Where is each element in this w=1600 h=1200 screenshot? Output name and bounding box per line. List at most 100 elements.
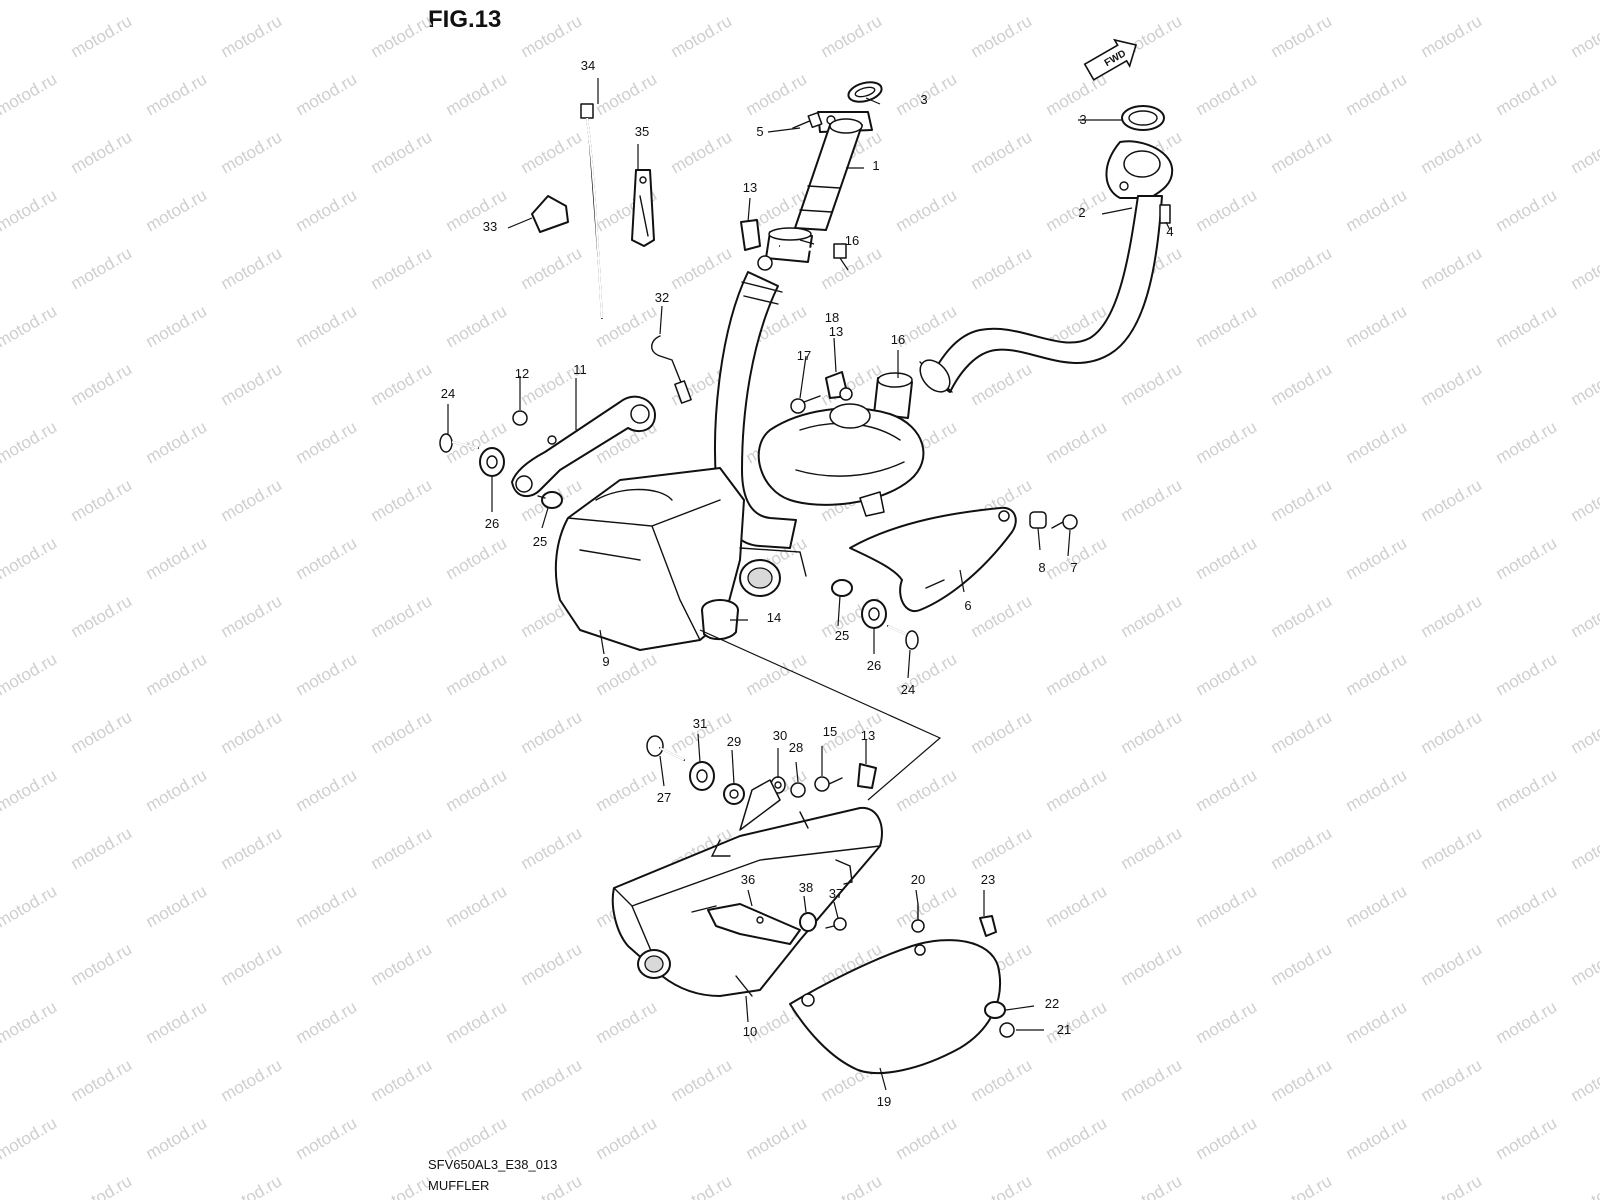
collar-part-38 <box>799 912 817 932</box>
watermark-text: motod.ru <box>1568 823 1600 873</box>
watermark-text: motod.ru <box>1568 707 1600 757</box>
watermark-text: motod.ru <box>1118 939 1186 989</box>
watermark-text: motod.ru <box>968 359 1036 409</box>
watermark-text: motod.ru <box>0 997 60 1047</box>
part-callout-26: 26 <box>867 658 881 673</box>
exhaust-manifold-pipe <box>714 271 797 549</box>
watermark-text: motod.ru <box>68 591 136 641</box>
part-callout-13: 13 <box>743 180 757 195</box>
part-callout-11: 11 <box>573 362 587 377</box>
watermark-text: motod.ru <box>1343 881 1411 931</box>
watermark-text: motod.ru <box>68 1171 136 1200</box>
watermark-text: motod.ru <box>143 533 211 583</box>
watermark-text: motod.ru <box>1193 185 1261 235</box>
watermark-text: motod.ru <box>593 0 661 3</box>
watermark-text: motod.ru <box>218 591 286 641</box>
watermark-text: motod.ru <box>368 823 436 873</box>
watermark-text: motod.ru <box>143 301 211 351</box>
watermark-text: motod.ru <box>143 69 211 119</box>
watermark-text: motod.ru <box>1493 1113 1561 1163</box>
watermark-text: motod.ru <box>518 1055 586 1105</box>
watermark-text: motod.ru <box>143 881 211 931</box>
watermark-text: motod.ru <box>1343 0 1411 3</box>
watermark-text: motod.ru <box>743 1113 811 1163</box>
watermark-text: motod.ru <box>968 707 1036 757</box>
watermark-text: motod.ru <box>1043 417 1111 467</box>
watermark-text: motod.ru <box>1493 301 1561 351</box>
collar-part-25-left <box>537 491 563 509</box>
watermark-text: motod.ru <box>1343 185 1411 235</box>
watermark-text: motod.ru <box>518 1171 586 1200</box>
watermark-text: motod.ru <box>1043 765 1111 815</box>
clip-near-silencer <box>835 859 853 885</box>
grommet-part-26-right <box>861 599 887 629</box>
watermark-text: motod.ru <box>218 1171 286 1200</box>
watermark-text: motod.ru <box>443 0 511 3</box>
watermark-text: motod.ru <box>1193 0 1261 3</box>
watermark-text: motod.ru <box>593 997 661 1047</box>
watermark-text: motod.ru <box>1568 475 1600 525</box>
part-callout-13: 13 <box>861 728 875 743</box>
watermark-text: motod.ru <box>0 417 60 467</box>
silencer-mount-bracket <box>739 779 781 831</box>
watermark-text: motod.ru <box>1268 475 1336 525</box>
clamp-part-13-upper <box>740 219 773 271</box>
watermark-text: motod.ru <box>1268 127 1336 177</box>
watermark-text: motod.ru <box>1118 823 1186 873</box>
heat-cover-part-6 <box>849 506 1017 613</box>
watermark-text: motod.ru <box>518 243 586 293</box>
forward-arrow-icon: FWD <box>1083 38 1137 81</box>
watermark-text: motod.ru <box>218 11 286 61</box>
watermark-text: motod.ru <box>293 881 361 931</box>
watermark-text: motod.ru <box>443 185 511 235</box>
collar-part-25-right <box>831 579 853 597</box>
watermark-text: motod.ru <box>218 1055 286 1105</box>
watermark-text: motod.ru <box>293 69 361 119</box>
part-callout-35: 35 <box>635 124 649 139</box>
watermark-text: motod.ru <box>68 11 136 61</box>
watermark-text: motod.ru <box>143 649 211 699</box>
watermark-text: motod.ru <box>668 1055 736 1105</box>
watermark-text: motod.ru <box>1043 649 1111 699</box>
watermark-text: motod.ru <box>1193 533 1261 583</box>
watermark-text: motod.ru <box>1193 881 1261 931</box>
watermark-text: motod.ru <box>143 417 211 467</box>
watermark-text: motod.ru <box>1568 11 1600 61</box>
part-callout-38: 38 <box>799 880 813 895</box>
watermark-text: motod.ru <box>143 997 211 1047</box>
watermark-text: motod.ru <box>1343 649 1411 699</box>
watermark-text: motod.ru <box>293 185 361 235</box>
watermark-text: motod.ru <box>818 11 886 61</box>
part-callout-27: 27 <box>657 790 671 805</box>
watermark-text: motod.ru <box>443 1113 511 1163</box>
watermark-text: motod.ru <box>1343 301 1411 351</box>
watermark-text: motod.ru <box>1493 69 1561 119</box>
watermark-text: motod.ru <box>818 1171 886 1200</box>
part-callout-4: 4 <box>1166 224 1173 239</box>
watermark-text: motod.ru <box>593 69 661 119</box>
nut-part-4 <box>1159 204 1171 224</box>
watermark-text: motod.ru <box>1193 765 1261 815</box>
watermark-text: motod.ru <box>1568 1171 1600 1200</box>
watermark-text: motod.ru <box>1343 1113 1411 1163</box>
watermark-text: motod.ru <box>1568 243 1600 293</box>
watermark-text: motod.ru <box>0 185 60 235</box>
watermark-text: motod.ru <box>893 765 961 815</box>
watermark-text: motod.ru <box>968 11 1036 61</box>
watermark-text: motod.ru <box>68 243 136 293</box>
nut-part-23 <box>979 915 997 937</box>
watermark-text: motod.ru <box>1043 185 1111 235</box>
part-callout-10: 10 <box>743 1024 757 1039</box>
watermark-text: motod.ru <box>1418 591 1486 641</box>
watermark-text: motod.ru <box>1268 939 1336 989</box>
watermark-text: motod.ru <box>743 0 811 3</box>
part-callout-16: 16 <box>845 233 859 248</box>
watermark-text: motod.ru <box>1493 765 1561 815</box>
part-callout-8: 8 <box>1038 560 1045 575</box>
gasket-part-3-upper <box>847 81 883 103</box>
watermark-text: motod.ru <box>1418 1055 1486 1105</box>
watermark-text: motod.ru <box>368 591 436 641</box>
figure-title: FIG.13 <box>428 6 502 33</box>
watermark-text: motod.ru <box>1193 649 1261 699</box>
